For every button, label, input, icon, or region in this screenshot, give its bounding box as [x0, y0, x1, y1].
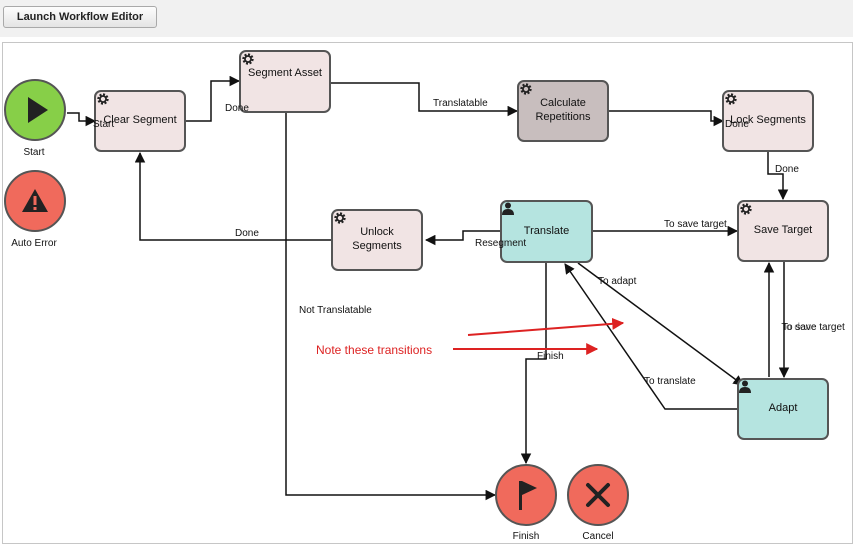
edge-label-calc-done: Done — [725, 119, 749, 130]
edge-label-start: Start — [93, 119, 115, 130]
edge-label-to-translate: To translate — [644, 376, 696, 387]
workflow-canvas[interactable]: Start Auto Error Clear Segment Segment A… — [2, 42, 853, 544]
edge-unlock-to-clear — [134, 151, 332, 241]
edge-segment-to-calc — [331, 82, 519, 117]
start-node[interactable] — [4, 79, 66, 141]
edge-translate-to-finish — [520, 263, 547, 465]
edge-translate-to-adapt — [577, 262, 744, 386]
finish-node[interactable] — [495, 464, 557, 526]
toolbar: Launch Workflow Editor — [0, 0, 853, 37]
gear-icon — [740, 203, 752, 215]
segment-asset-node[interactable]: Segment Asset — [239, 50, 331, 113]
cancel-node[interactable] — [567, 464, 629, 526]
edge-label-adapt-to-save: To done — [781, 322, 817, 333]
annotation-note: Note these transitions — [316, 343, 433, 357]
play-icon — [28, 97, 48, 123]
warning-icon — [22, 189, 48, 212]
calculate-repetitions-node[interactable]: Calculate Repetitions — [517, 80, 609, 142]
clear-segment-label: Clear Segment — [103, 114, 177, 127]
edge-clear-to-segment — [186, 75, 241, 122]
save-target-node[interactable]: Save Target — [737, 200, 829, 262]
edge-start-to-clear — [67, 112, 97, 127]
translate-label: Translate — [523, 224, 570, 237]
edge-translate-to-unlock — [424, 230, 501, 246]
auto-error-node[interactable] — [4, 170, 66, 232]
edge-label-not-translatable: Not Translatable — [299, 305, 372, 316]
edge-calc-to-lock — [608, 110, 725, 127]
calculate-repetitions-label: Calculate Repetitions — [535, 97, 591, 123]
cancel-node-label: Cancel — [582, 531, 614, 542]
gear-icon — [520, 83, 532, 95]
segment-asset-label: Segment Asset — [248, 67, 322, 79]
close-icon — [586, 483, 610, 507]
edge-label-resegment: Resegment — [475, 238, 527, 249]
edge-label-finish: Finish — [537, 351, 564, 362]
gear-icon — [334, 212, 346, 224]
finish-node-label: Finish — [512, 531, 540, 542]
launch-workflow-editor-button[interactable]: Launch Workflow Editor — [3, 6, 157, 28]
translate-node[interactable]: Translate — [500, 200, 593, 263]
edge-label-to-save-target: To save target — [664, 219, 727, 230]
adapt-node[interactable]: Adapt — [737, 378, 829, 440]
edge-label-lock-done: Done — [775, 164, 799, 175]
flag-icon — [519, 481, 537, 510]
auto-error-node-label: Auto Error — [11, 238, 57, 249]
person-icon — [739, 380, 751, 393]
gear-icon — [97, 93, 109, 105]
edge-label-unlock-done: Done — [235, 228, 259, 239]
edge-lock-to-save — [767, 151, 789, 201]
unlock-segments-node[interactable]: Unlock Segments — [331, 209, 423, 271]
annotation-arrow-upper — [467, 317, 625, 336]
edge-label-clear-done: Done — [225, 103, 249, 114]
workflow-edges — [67, 75, 790, 501]
edge-adapt-to-translate — [564, 263, 738, 410]
lock-segments-node[interactable]: Lock Segments — [722, 90, 814, 152]
edge-label-save-to-adapt: To save target — [782, 322, 845, 333]
gear-icon — [242, 53, 254, 65]
edge-segment-to-finish — [285, 113, 497, 501]
start-node-label: Start — [23, 147, 45, 158]
clear-segment-node[interactable]: Clear Segment — [94, 90, 186, 152]
lock-segments-label: Lock Segments — [730, 114, 806, 127]
edge-label-to-adapt: To adapt — [598, 276, 637, 287]
adapt-label: Adapt — [768, 402, 798, 415]
edge-label-translatable: Translatable — [433, 98, 488, 109]
person-icon — [502, 202, 514, 215]
unlock-segments-label: Unlock Segments — [352, 226, 402, 252]
save-target-label: Save Target — [753, 224, 813, 237]
gear-icon — [725, 93, 737, 105]
